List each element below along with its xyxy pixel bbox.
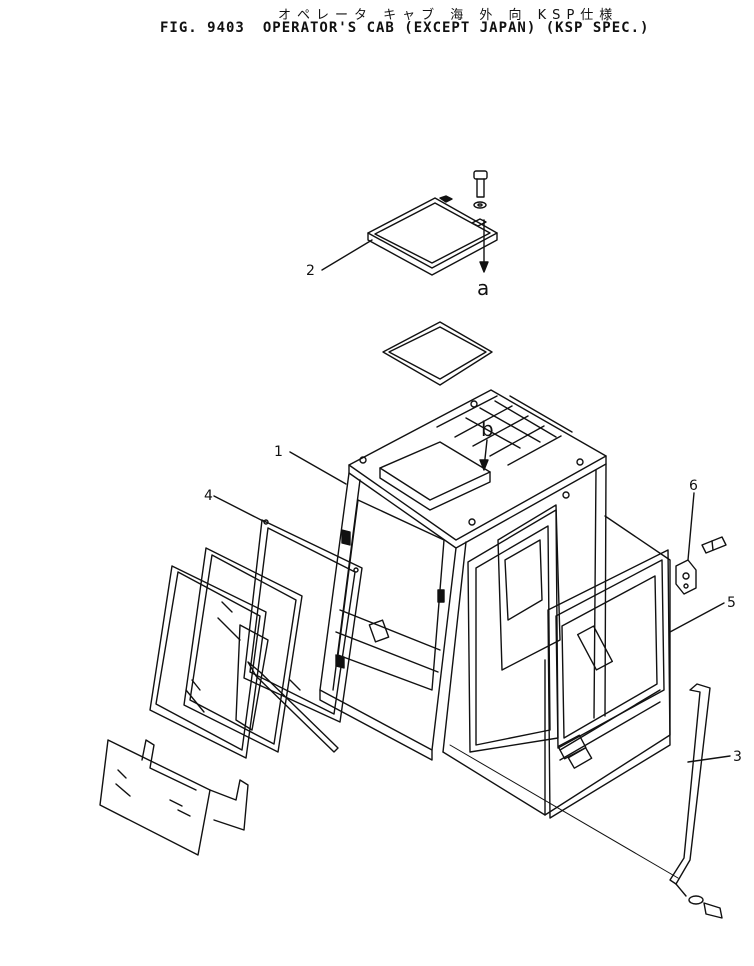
callout-2: 2 <box>306 263 315 279</box>
callout-5: 5 <box>727 595 736 611</box>
leader-3 <box>687 755 731 763</box>
leader-5 <box>669 602 725 633</box>
door-hinge <box>675 559 697 595</box>
door-panel <box>547 549 671 819</box>
leader-4 <box>213 495 266 523</box>
callout-4: 4 <box>204 488 213 504</box>
callout-6: 6 <box>689 478 698 494</box>
cab-body <box>319 389 671 816</box>
header: オペレータ キャブ 海 外 向 KSP仕様 FIG. 9403 OPERATOR'… <box>0 0 754 48</box>
callout-1: 1 <box>274 444 283 460</box>
lower-glass <box>99 739 249 856</box>
title-japanese: オペレータ キャブ 海 外 向 KSP仕様 <box>278 8 619 23</box>
hatch-bolt <box>473 170 488 209</box>
handrail <box>669 683 711 897</box>
side-window-frame <box>243 519 363 723</box>
front-glass-inner <box>149 565 269 759</box>
leader-door-handrail <box>449 744 679 879</box>
front-glass-outer <box>183 547 303 753</box>
leader-2 <box>321 239 373 271</box>
hatch-seal <box>382 321 493 386</box>
arrow-a-head <box>479 261 489 273</box>
handrail-bolt <box>688 895 723 919</box>
part-b-arrow <box>479 459 489 471</box>
figure-number: FIG. 9403 <box>160 20 245 36</box>
leader-6 <box>687 492 695 561</box>
leader-1 <box>289 451 347 485</box>
callout-3: 3 <box>733 749 742 765</box>
hinge-bolt <box>701 536 727 554</box>
roof-hatch <box>367 195 498 276</box>
figure-title: OPERATOR'S CAB (EXCEPT JAPAN) (KSP SPEC.… <box>262 20 650 36</box>
title-english-row: FIG. 9403 OPERATOR'S CAB (EXCEPT JAPAN) (… <box>160 20 667 36</box>
label-a: a <box>477 276 489 300</box>
label-b: b <box>481 417 494 441</box>
window-rail <box>247 661 339 753</box>
